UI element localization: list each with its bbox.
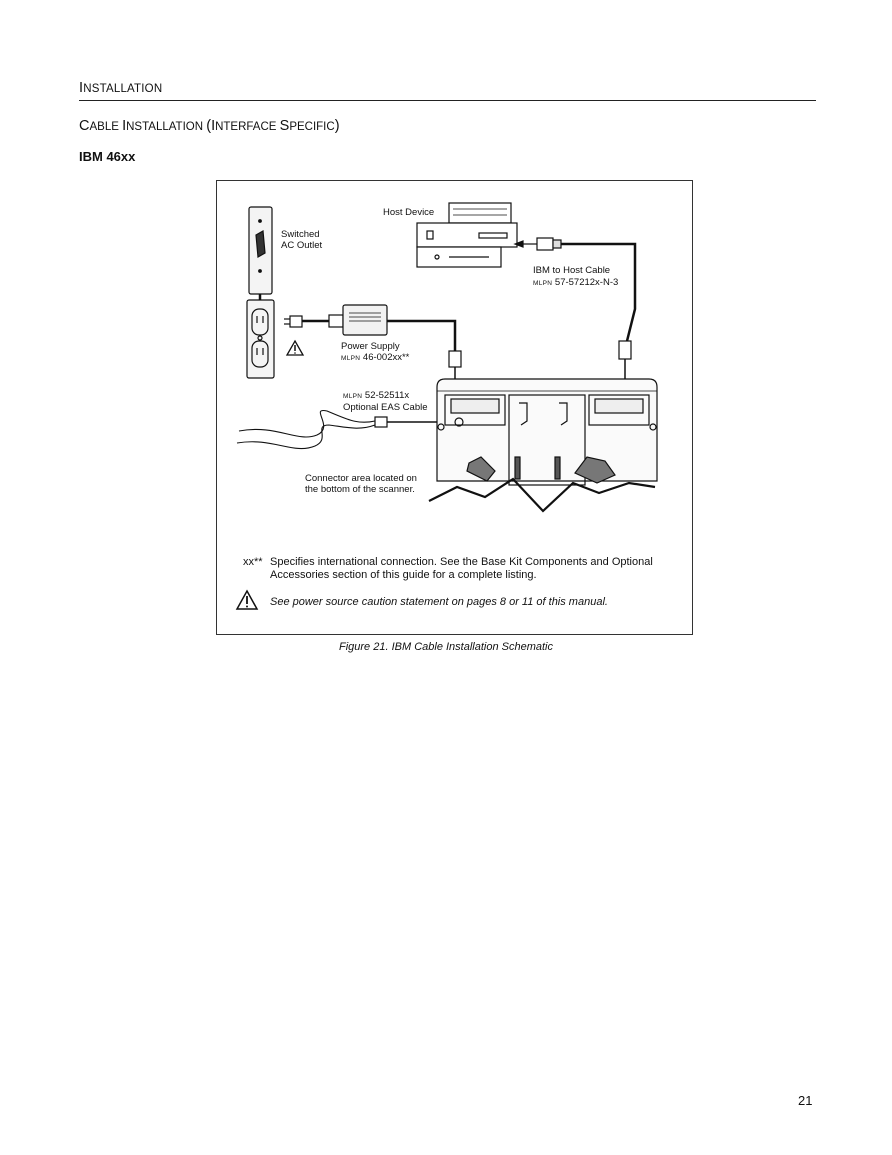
connector-area-label-line2: the bottom of the scanner. <box>305 484 415 495</box>
power-supply-icon <box>342 304 388 336</box>
switch-plate-icon <box>248 206 273 295</box>
interface-subtitle: IBM 46xx <box>79 149 136 164</box>
host-device-icon <box>416 202 518 268</box>
schematic-drawing <box>235 202 658 610</box>
section-header: INSTALLATION <box>79 80 162 96</box>
warning-triangle-icon <box>285 339 305 356</box>
mlpn-prefix: MLPN <box>341 355 361 362</box>
subsection-cap: I <box>122 118 127 134</box>
part-number: 52-52511x <box>364 390 410 401</box>
figure-caption: Figure 21. IBM Cable Installation Schema… <box>339 641 553 653</box>
ac-plug-icon <box>284 315 303 328</box>
ac-outlet-label: AC Outlet <box>281 240 323 251</box>
subsection-cap: S <box>279 118 290 134</box>
header-rule <box>79 100 816 101</box>
subsection-rest: NSTALLATION <box>126 121 207 133</box>
connector-area-label-line1: Connector area located on <box>305 473 417 484</box>
part-number: 57-57212x-N-3 <box>554 277 619 288</box>
eas-cable-part-number: MLPN 52-52511x <box>343 390 409 402</box>
section-header-rest: NSTALLATION <box>83 83 163 95</box>
host-cable-connector-icon <box>536 237 562 251</box>
subsection-rest: ABLE <box>89 121 123 133</box>
eas-connector-icon <box>374 416 388 428</box>
power-supply-part-number: MLPN 46-002xx** <box>341 352 409 364</box>
section-header-initial: I <box>79 80 84 96</box>
subsection-cap: C <box>79 118 90 134</box>
subsection-cap: I <box>211 118 216 134</box>
part-number: 46-002xx** <box>362 352 410 363</box>
mlpn-prefix: MLPN <box>343 393 363 400</box>
caution-triangle-icon <box>235 589 259 610</box>
caution-text: See power source caution statement on pa… <box>270 596 608 608</box>
subsection-title: CABLE INSTALLATION (INTERFACE SPECIFIC) <box>79 118 340 134</box>
subsection-paren: ) <box>334 118 340 134</box>
ac-receptacle-icon <box>246 299 275 379</box>
switched-label: Switched <box>281 229 320 240</box>
note-marker: xx** <box>243 556 263 568</box>
subsection-rest: PECIFIC <box>289 121 335 133</box>
host-cable-label: IBM to Host Cable <box>533 265 611 276</box>
mlpn-prefix: MLPN <box>533 280 553 287</box>
scanner-base-icon <box>428 378 658 513</box>
host-device-label: Host Device <box>383 207 435 218</box>
eas-cable-label: Optional EAS Cable <box>343 402 428 413</box>
note-text-line2: Accessories section of this guide for a … <box>270 569 537 581</box>
power-supply-label: Power Supply <box>341 341 400 352</box>
page-number: 21 <box>798 1093 813 1108</box>
note-text-line1: Specifies international connection. See … <box>270 556 653 568</box>
subsection-rest: NTERFACE <box>215 121 280 133</box>
subsection-paren: ( <box>206 118 212 134</box>
host-cable-part-number: MLPN 57-57212x-N-3 <box>533 277 618 289</box>
figure-frame: Host Device Switched AC Outlet IBM to Ho… <box>216 180 693 635</box>
